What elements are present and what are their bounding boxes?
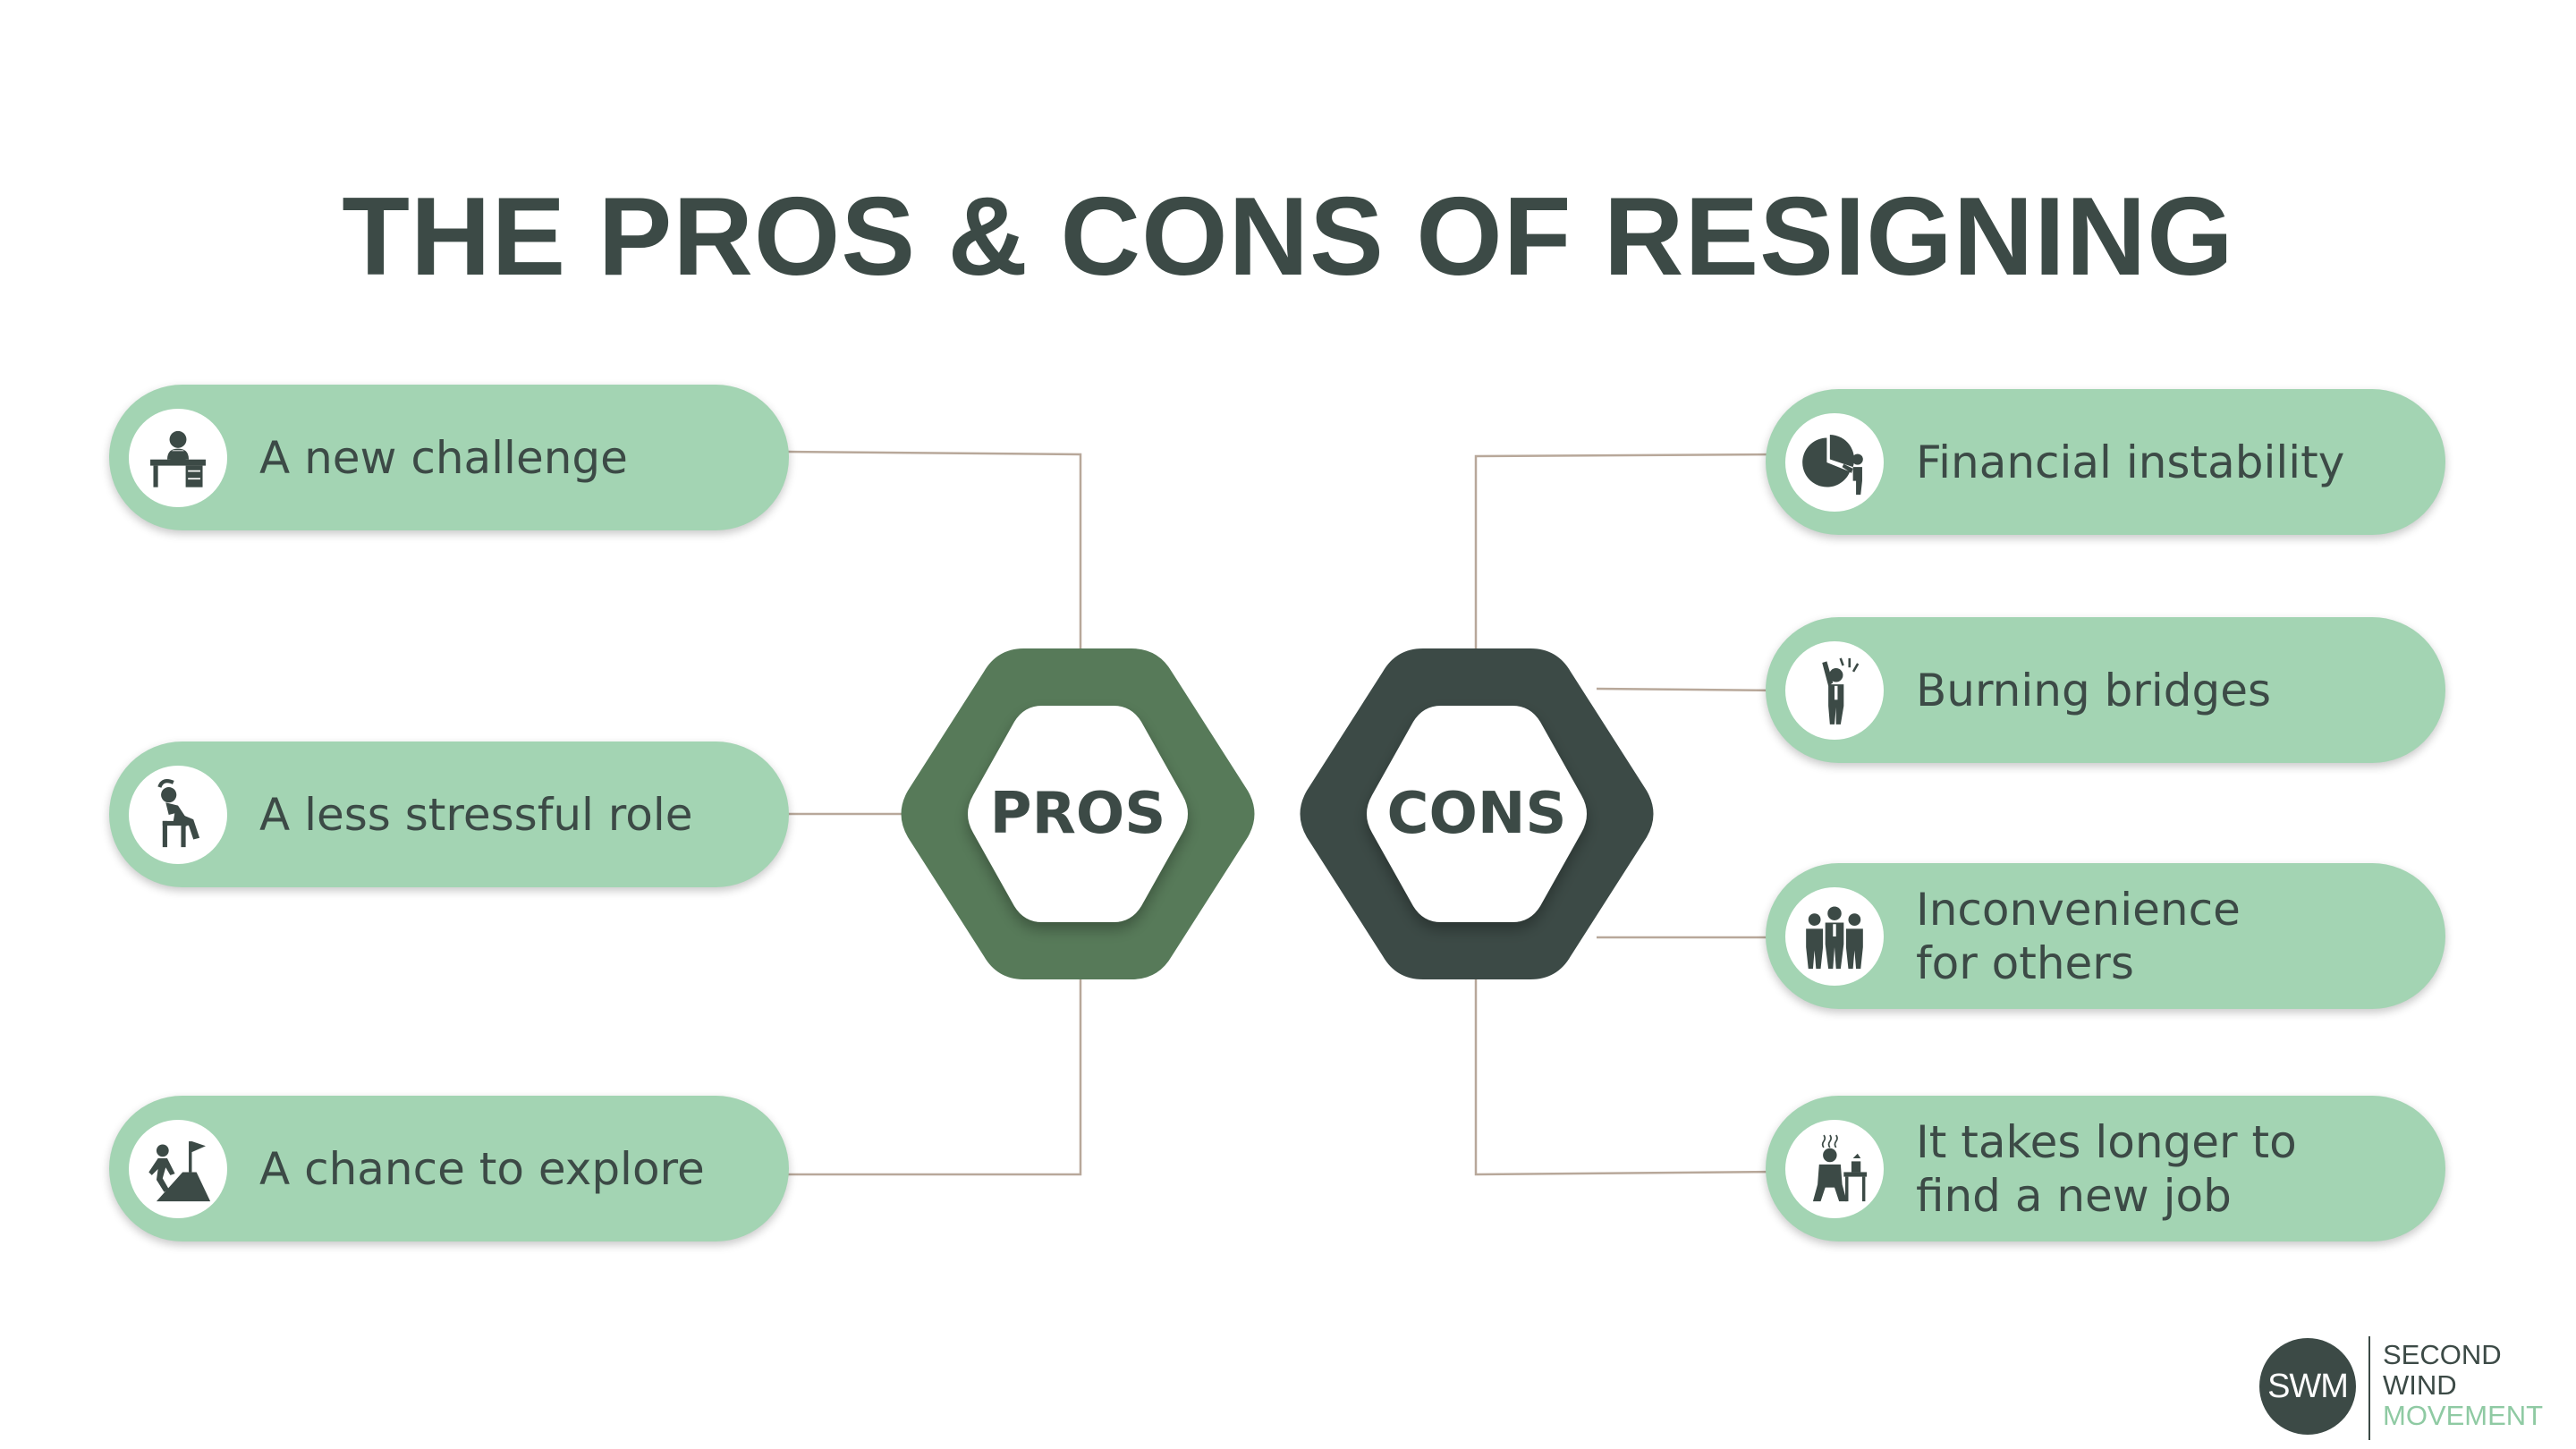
cons-hexagon: CONS <box>1293 648 1660 979</box>
pros-hexagon: PROS <box>894 648 1261 979</box>
diagram-title: THE PROS & CONS OF RESIGNING <box>342 175 2234 299</box>
pros-item-less-stressful-role: A less stressful role <box>109 741 789 887</box>
pie-chart-person-icon <box>1785 413 1884 512</box>
cons-item-label: It takes longer to find a new job <box>1916 1115 2297 1222</box>
cons-item-burning-bridges: Burning bridges <box>1766 617 2445 763</box>
logo-wordmark: SECOND WIND MOVEMENT <box>2383 1339 2544 1431</box>
cons-item-label: Financial instability <box>1916 436 2345 488</box>
cons-item-takes-longer-to-find-job: It takes longer to find a new job <box>1766 1096 2445 1241</box>
group-people-icon <box>1785 887 1884 986</box>
pros-hexagon-label: PROS <box>989 781 1166 847</box>
person-at-desk-icon <box>129 409 227 507</box>
connector-cons-2 <box>1596 687 1781 692</box>
sitting-worried-person-icon <box>1785 1120 1884 1218</box>
cons-hexagon-label: CONS <box>1386 781 1567 847</box>
logo-mark: SWM <box>2259 1338 2356 1435</box>
pros-item-chance-to-explore: A chance to explore <box>109 1096 789 1241</box>
relaxing-person-icon <box>129 766 227 864</box>
cons-item-financial-instability: Financial instability <box>1766 389 2445 535</box>
connector-cons-1 <box>1474 453 1781 657</box>
logo-divider <box>2368 1336 2370 1440</box>
cons-item-label: Inconvenience for others <box>1916 883 2241 989</box>
connector-pros-1 <box>786 450 1082 657</box>
pros-item-label: A less stressful role <box>259 788 693 841</box>
pros-item-label: A chance to explore <box>259 1142 705 1195</box>
connector-cons-4 <box>1474 975 1781 1176</box>
connector-pros-3 <box>787 975 1082 1176</box>
climber-with-flag-icon <box>129 1120 227 1218</box>
cons-item-label: Burning bridges <box>1916 664 2272 716</box>
cons-item-inconvenience-for-others: Inconvenience for others <box>1766 863 2445 1009</box>
pros-item-label: A new challenge <box>259 431 628 484</box>
brand-logo: SWM SECOND WIND MOVEMENT <box>2259 1336 2563 1440</box>
pros-item-new-challenge: A new challenge <box>109 385 789 530</box>
stressed-person-icon <box>1785 641 1884 740</box>
